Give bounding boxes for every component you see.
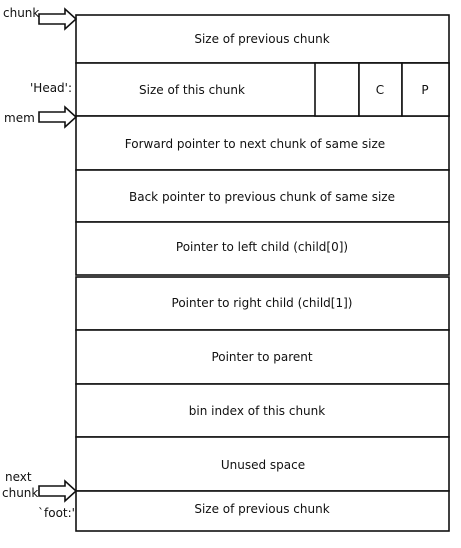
row-left-child-label: Pointer to left child (child[0]): [176, 240, 348, 254]
row-size-this-label: Size of this chunk: [139, 83, 245, 97]
row-fwd-ptr-box: [75, 115, 450, 171]
flag-label-p: P: [421, 83, 428, 97]
chunk-label: chunk: [3, 6, 39, 20]
head-label: 'Head':: [30, 81, 72, 95]
flag-cell-p: [401, 62, 450, 117]
row-size-prev-box: [75, 14, 450, 64]
row-fwd-ptr-label: Forward pointer to next chunk of same si…: [125, 137, 385, 151]
row-left-child-box: [75, 221, 450, 276]
mem-arrow-icon: [38, 105, 78, 129]
row-back-ptr-box: [75, 169, 450, 223]
row-bin-index-label: bin index of this chunk: [189, 404, 326, 418]
row-bin-index-box: [75, 383, 450, 438]
flag-cell-blank: [314, 62, 360, 117]
next-chunk-label-line2: chunk: [2, 486, 38, 500]
mem-label: mem: [4, 111, 35, 125]
row-parent-ptr-label: Pointer to parent: [211, 350, 312, 364]
foot-label: `foot:': [38, 506, 75, 520]
row-back-ptr-label: Back pointer to previous chunk of same s…: [129, 190, 395, 204]
row-size-prev-foot-box: [75, 490, 450, 532]
row-size-prev-label: Size of previous chunk: [194, 32, 329, 46]
row-size-prev-foot-label: Size of previous chunk: [194, 502, 329, 516]
chunk-arrow-icon: [38, 7, 78, 31]
next-chunk-label-line1: next: [5, 470, 32, 484]
row-right-child-box: [75, 276, 450, 331]
row-right-child-label: Pointer to right child (child[1]): [172, 296, 353, 310]
flag-label-c: C: [376, 83, 384, 97]
row-unused-label: Unused space: [221, 458, 305, 472]
next-chunk-arrow-icon: [38, 479, 78, 503]
